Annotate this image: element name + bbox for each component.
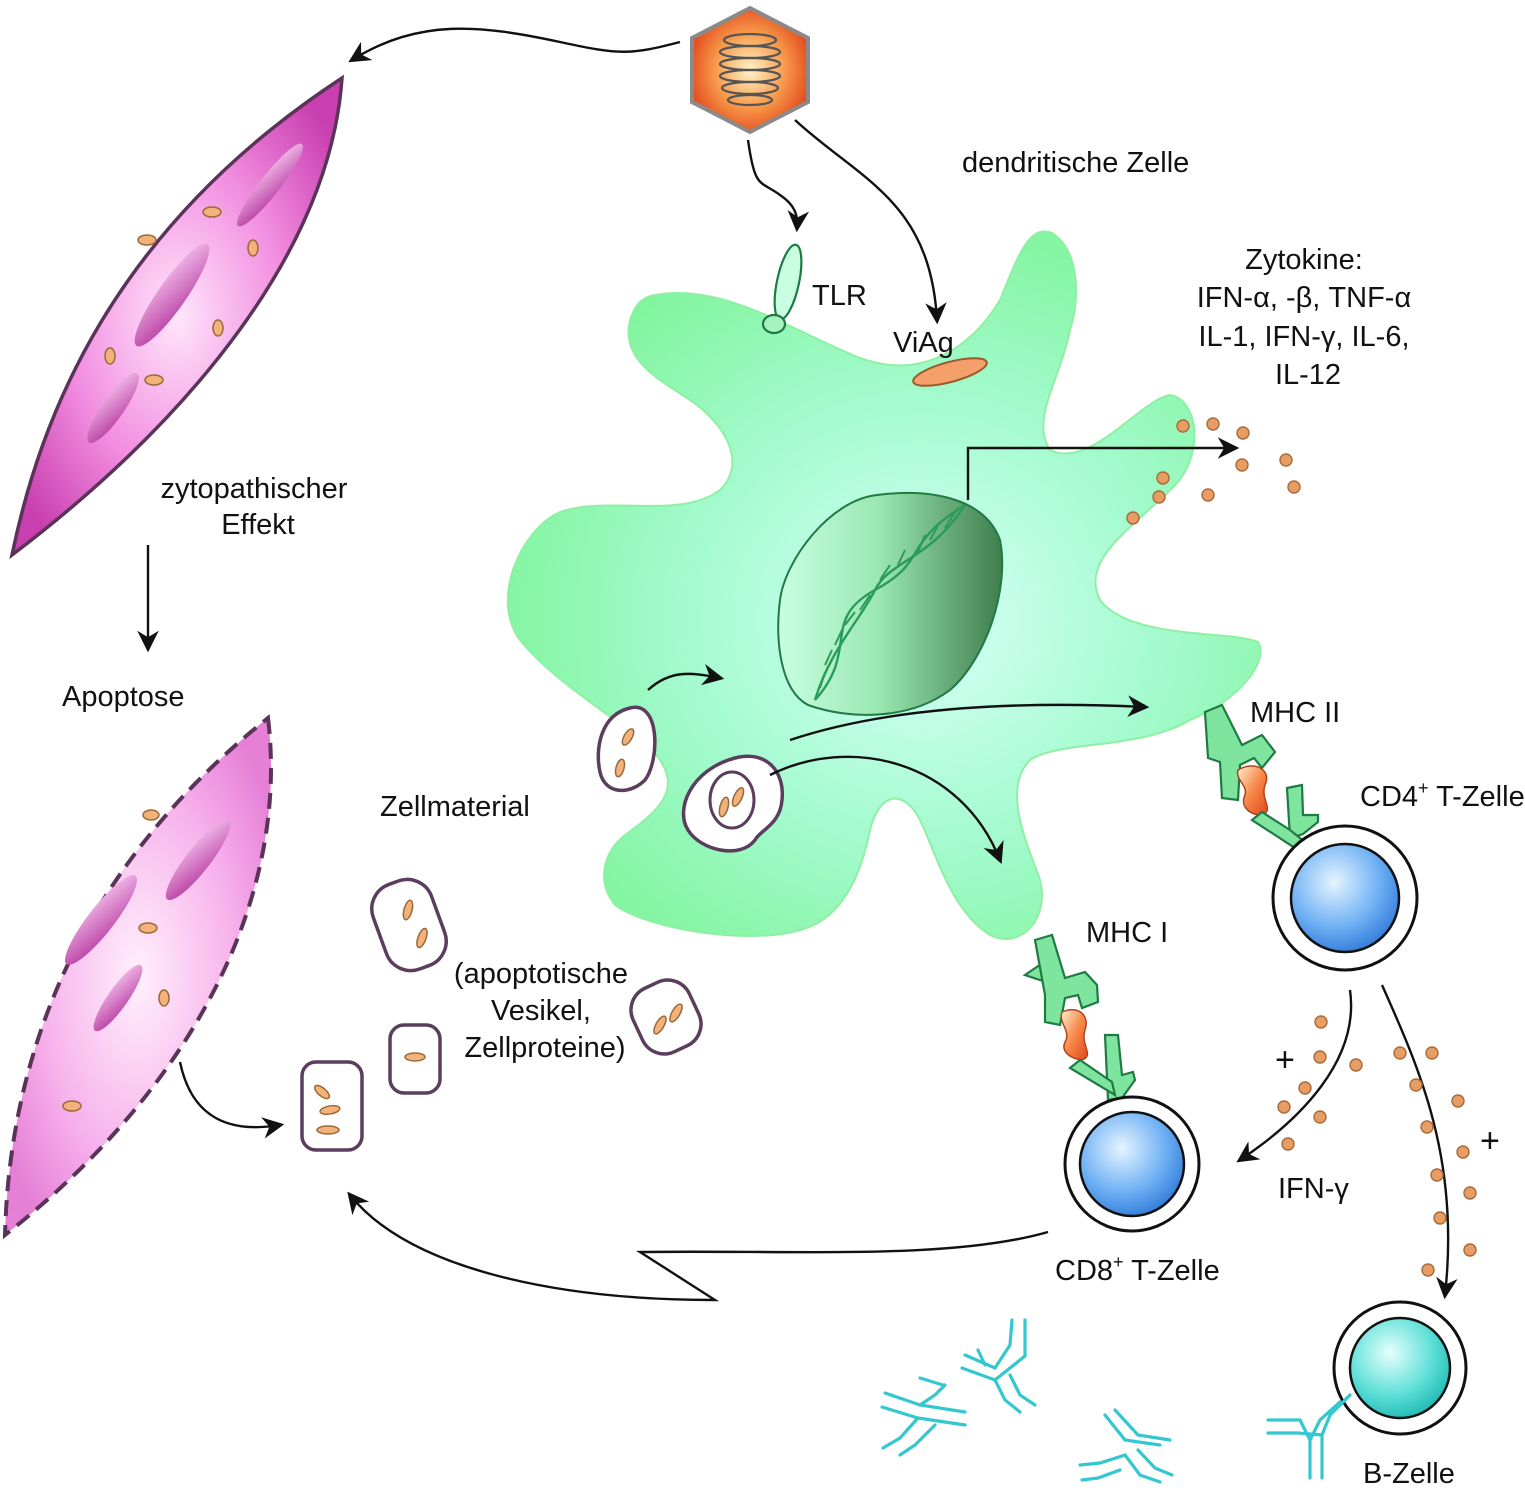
antibodies — [880, 1318, 1352, 1484]
label-tlr: TLR — [812, 280, 867, 312]
label-ifn-gamma: IFN-γ — [1278, 1173, 1349, 1205]
antibody-icon — [1266, 1393, 1352, 1480]
labels: dendritische Zelle TLR ViAg Zytokine: IF… — [62, 147, 1525, 1490]
label-viag: ViAg — [893, 327, 954, 359]
viral-antigen — [912, 357, 988, 387]
label-mhc-ii: MHC II — [1250, 697, 1340, 729]
cd4-t-cell — [1271, 824, 1419, 972]
apoptotic-cell — [2, 714, 273, 1240]
cd8-t-cell — [1063, 1095, 1201, 1233]
b-cell-cytokine-dots — [1393, 1046, 1477, 1277]
infected-cell — [9, 74, 344, 560]
dendritic-cell — [506, 230, 1262, 940]
mhc-ii-complex — [1203, 703, 1320, 852]
antibody-icon — [960, 1318, 1037, 1414]
label-cd4-t-cell: CD4+ T-Zelle — [1360, 778, 1525, 813]
label-cytokines: Zytokine: IFN-α, -β, TNF-α IL-1, IFN-γ, … — [1197, 244, 1420, 391]
antibody-icon — [1078, 1408, 1174, 1484]
label-apoptosis: Apoptose — [62, 681, 185, 713]
tlr-receptor — [761, 243, 803, 335]
label-dendritic-cell: dendritische Zelle — [962, 147, 1189, 179]
ifn-gamma-dots — [1277, 1015, 1363, 1151]
label-plus-bcell: + — [1480, 1122, 1500, 1160]
label-cd8-t-cell: CD8+ T-Zelle — [1055, 1252, 1220, 1287]
label-b-cell: B-Zelle — [1363, 1458, 1455, 1490]
arrows — [137, 27, 1458, 1302]
label-cytopathic-effect: zytopathischer Effekt — [160, 473, 355, 541]
apoptotic-vesicles — [300, 705, 703, 1152]
dna-helix-icon — [813, 503, 967, 701]
virus — [690, 5, 810, 135]
label-cell-material: Zellmaterial — [380, 791, 530, 823]
label-plus-ifn: + — [1275, 1041, 1295, 1079]
mhc-i-complex — [1022, 933, 1137, 1102]
label-vesicles: (apoptotische Vesikel, Zellproteine) — [454, 958, 636, 1064]
label-mhc-i: MHC I — [1086, 917, 1168, 949]
cytokine-dots — [1126, 417, 1301, 525]
b-cell — [1332, 1300, 1468, 1436]
antibody-icon — [880, 1376, 967, 1457]
